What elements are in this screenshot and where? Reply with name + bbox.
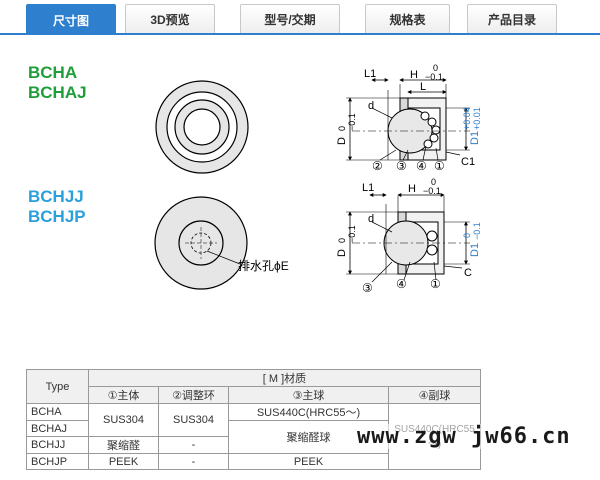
top-dim-l: L xyxy=(420,81,426,93)
model-label-bchjj: BCHJJ xyxy=(28,187,84,206)
table-header-body: ①主体 xyxy=(88,386,159,404)
bottom-dim-d1-tol-upper: 0 xyxy=(462,233,472,238)
top-dim-h-tol-lower: −0.1 xyxy=(425,72,443,82)
top-side-view xyxy=(346,78,470,161)
top-dim-d-tol-lower: −0.1 xyxy=(347,113,357,131)
bottom-callout-4: ④ xyxy=(396,277,407,291)
table-cell-adjust-ring: - xyxy=(158,436,229,454)
top-dim-d1-tol-lower: +0.01 xyxy=(472,107,482,130)
bottom-dim-c: C xyxy=(464,267,472,279)
top-dim-l1: L1 xyxy=(364,68,376,80)
top-dim-d-tol-upper: 0 xyxy=(337,126,347,131)
top-dim-d: D xyxy=(336,137,348,145)
tab-product-catalog[interactable]: 产品目录 xyxy=(467,4,557,34)
table-cell-type: BCHAJ xyxy=(26,420,89,437)
bottom-dim-d-tol-lower: −0.1 xyxy=(347,225,357,243)
tab-model-delivery[interactable]: 型号/交期 xyxy=(240,4,340,34)
bottom-dim-h: H xyxy=(408,183,416,195)
table-row: BCHJP PEEK - PEEK xyxy=(26,453,481,470)
table-cell-adjust-ring: - xyxy=(158,453,229,470)
model-label-bcha: BCHA xyxy=(28,63,78,82)
bottom-dim-d1: D1 xyxy=(469,243,481,257)
top-dim-h-tol-upper: 0 xyxy=(433,63,438,73)
top-callout-3: ③ xyxy=(396,159,407,173)
bottom-dim-d-tol-upper: 0 xyxy=(337,238,347,243)
bottom-dim-l1: L1 xyxy=(362,182,374,194)
watermark: www.zgw jw66.cn xyxy=(357,424,571,449)
top-side-dimensions: L1 H 0 −0.1 L d D 0 −0.1 D1 +0.04 +0.01 … xyxy=(336,63,482,173)
table-header-adjust-ring: ②调整环 xyxy=(158,386,229,404)
table-cell-adjust-ring: SUS304 xyxy=(158,403,229,437)
table-header-main-ball: ③主球 xyxy=(228,386,389,404)
bottom-callout-3: ③ xyxy=(362,281,373,295)
table-cell-type: BCHA xyxy=(26,403,89,421)
tab-bar: 尺寸图 3D预览 型号/交期 规格表 产品目录 xyxy=(0,0,600,40)
bottom-dim-d: D xyxy=(336,249,348,257)
tab-dimension-drawing[interactable]: 尺寸图 xyxy=(26,4,116,35)
top-dim-d1: D1 xyxy=(469,131,481,145)
table-cell-main-ball: PEEK xyxy=(228,453,389,470)
model-label-bchaj: BCHAJ xyxy=(28,83,87,102)
top-callouts: ② ③ ④ ① xyxy=(372,159,445,173)
top-front-view xyxy=(155,80,249,174)
model-label-bchjp: BCHJP xyxy=(28,207,86,226)
technical-drawing: L1 H 0 −0.1 L d D 0 −0.1 D1 +0.04 +0.01 … xyxy=(154,63,482,295)
material-table: Type [ M ]材质 ①主体 ②调整环 ③主球 ④副球 BCHA SUS30… xyxy=(26,369,481,470)
top-dim-d1-tol-upper: +0.04 xyxy=(462,107,472,130)
table-cell-type: BCHJJ xyxy=(26,436,89,454)
top-callout-4: ④ xyxy=(416,159,427,173)
bottom-dim-h-tol-upper: 0 xyxy=(431,177,436,187)
table-cell-type: BCHJP xyxy=(26,453,89,470)
table-header-material: [ M ]材质 xyxy=(88,369,481,387)
top-dim-d-small: d xyxy=(368,100,374,112)
top-callout-2: ② xyxy=(372,159,383,173)
table-header-secondary-ball: ④副球 xyxy=(388,386,481,404)
tab-spec-table[interactable]: 规格表 xyxy=(365,4,450,34)
table-cell-body: PEEK xyxy=(88,453,159,470)
bottom-side-dimensions: L1 H 0 −0.1 d D 0 −0.1 D1 0 −0.1 C ③ ④ ① xyxy=(336,177,482,295)
tab-underline xyxy=(0,33,600,35)
drain-hole-label: 排水孔ϕE xyxy=(238,259,289,273)
bottom-front-view xyxy=(154,196,248,290)
bottom-side-view xyxy=(346,193,470,283)
tab-3d-preview[interactable]: 3D预览 xyxy=(125,4,215,34)
table-cell-main-ball: SUS440C(HRC55～) xyxy=(228,403,389,421)
table-header-type: Type xyxy=(26,369,89,404)
top-dim-h: H xyxy=(410,69,418,81)
bottom-dim-h-tol-lower: −0.1 xyxy=(423,186,441,196)
table-cell-body: SUS304 xyxy=(88,403,159,437)
top-callout-1: ① xyxy=(434,159,445,173)
bottom-callout-1: ① xyxy=(430,277,441,291)
bottom-callouts: ③ ④ ① xyxy=(362,277,441,295)
bottom-dim-d1-tol-lower: −0.1 xyxy=(472,222,482,240)
table-row: BCHA SUS304 SUS304 SUS440C(HRC55～) SUS44… xyxy=(26,403,481,470)
table-cell-body: 聚缩醛 xyxy=(88,436,159,454)
top-dim-c1: C1 xyxy=(461,156,475,168)
bottom-dim-d-small: d xyxy=(368,213,374,225)
